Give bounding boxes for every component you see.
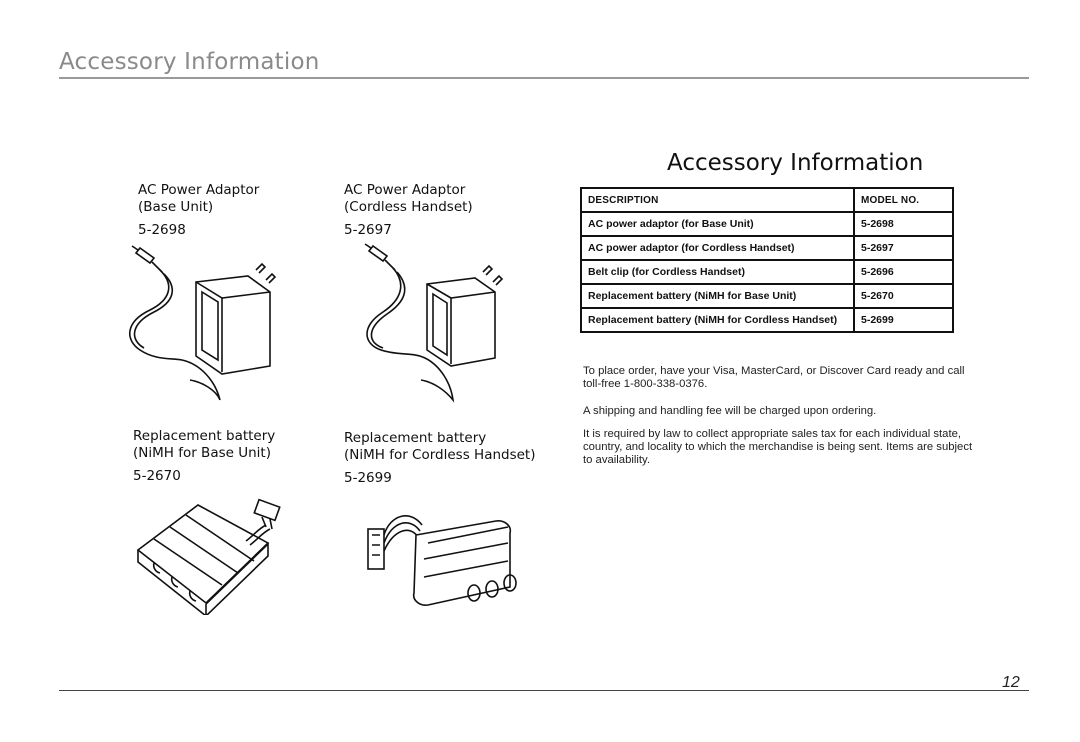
product-battery-base: Replacement battery (NiMH for Base Unit)… [133,428,275,485]
battery-handset-illustration [367,515,517,606]
column-header-model: MODEL NO. [853,187,954,213]
product-name-line2: (Base Unit) [138,199,214,215]
product-code: 5-2698 [138,222,186,238]
row-description: Replacement battery (NiMH for Cordless H… [580,307,855,333]
table-row: AC power adaptor (for Cordless Handset) … [580,235,954,261]
product-battery-handset: Replacement battery (NiMH for Cordless H… [344,430,536,487]
row-model: 5-2697 [853,235,954,261]
product-name-line1: AC Power Adaptor [138,182,260,198]
table-row: Replacement battery (NiMH for Cordless H… [580,307,954,333]
product-name-line1: Replacement battery [133,428,276,444]
ac-adaptor-handset-illustration [364,243,504,403]
row-model: 5-2699 [853,307,954,333]
product-name-line2: (Cordless Handset) [344,199,473,215]
table-header-row: DESCRIPTION MODEL NO. [580,187,954,213]
battery-base-illustration [136,498,281,615]
product-name-line2: (NiMH for Cordless Handset) [344,447,536,463]
row-model: 5-2670 [853,283,954,309]
row-model: 5-2696 [853,259,954,285]
section-title: Accessory Information [667,150,924,176]
table-row: Belt clip (for Cordless Handset) 5-2696 [580,259,954,285]
product-code: 5-2699 [344,470,392,486]
product-ac-adaptor-base: AC Power Adaptor (Base Unit) 5-2698 [138,182,259,239]
product-code: 5-2670 [133,468,181,484]
product-name-line1: AC Power Adaptor [344,182,466,198]
ac-adaptor-base-illustration [129,245,277,401]
ordering-note: To place order, have your Visa, MasterCa… [583,365,965,390]
accessory-table: DESCRIPTION MODEL NO. AC power adaptor (… [580,187,954,333]
page-number: 12 [1002,674,1020,691]
product-name-line1: Replacement battery [344,430,487,446]
row-description: Belt clip (for Cordless Handset) [580,259,855,285]
table-row: Replacement battery (NiMH for Base Unit)… [580,283,954,309]
footer-divider [59,690,1029,691]
row-description: AC power adaptor (for Cordless Handset) [580,235,855,261]
column-header-description: DESCRIPTION [580,187,855,213]
product-code: 5-2697 [344,222,392,238]
shipping-note: A shipping and handling fee will be char… [583,405,877,417]
product-ac-adaptor-handset: AC Power Adaptor (Cordless Handset) 5-26… [344,182,473,239]
table-row: AC power adaptor (for Base Unit) 5-2698 [580,211,954,237]
tax-note: It is required by law to collect appropr… [583,428,973,466]
row-description: Replacement battery (NiMH for Base Unit) [580,283,855,309]
row-description: AC power adaptor (for Base Unit) [580,211,855,237]
product-name-line2: (NiMH for Base Unit) [133,445,271,461]
page-header-title: Accessory Information [59,49,320,75]
header-divider [59,77,1029,79]
row-model: 5-2698 [853,211,954,237]
